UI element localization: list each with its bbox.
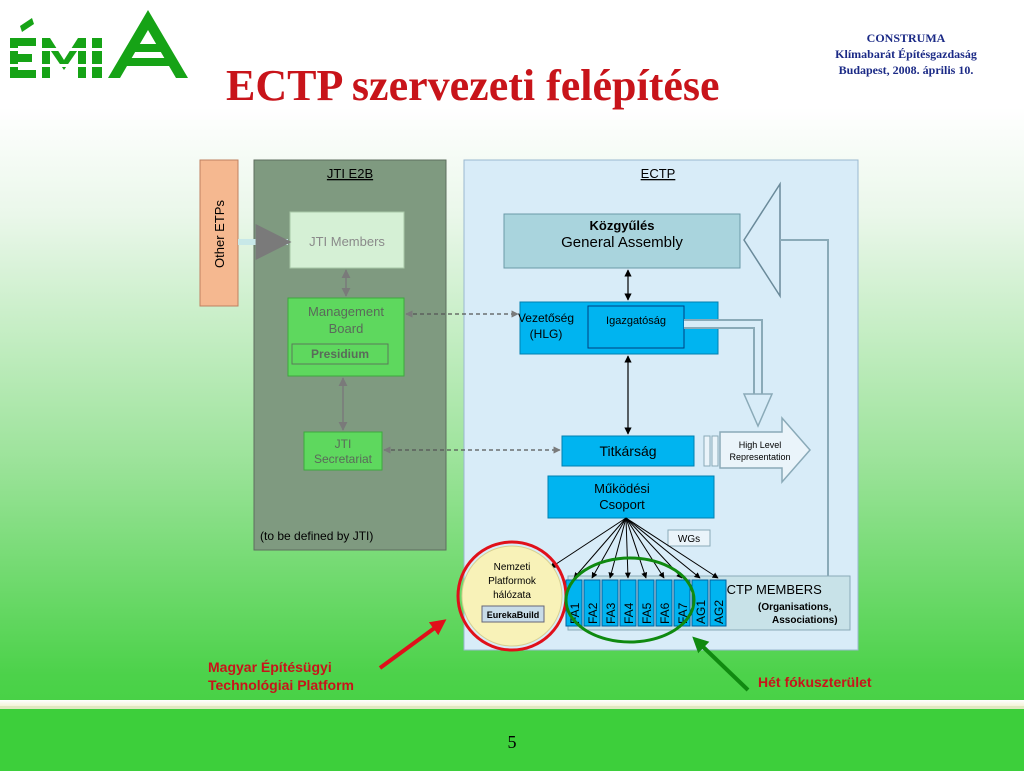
conference-name: CONSTRUMA	[866, 31, 946, 45]
mukodesi-box	[547, 475, 715, 519]
hlg-line1: Vezetőség	[518, 311, 574, 325]
wgs-box	[667, 529, 711, 547]
management-board-line1: Management	[308, 304, 384, 319]
fa-label-9: AG2	[712, 600, 726, 624]
conference-date: Budapest, 2008. április 10.	[838, 63, 974, 77]
jti-secretariat-line1: JTI	[335, 437, 352, 451]
eurekabuild-label: EurekaBuild	[487, 610, 540, 620]
fa-label-6: FA6	[658, 602, 672, 624]
fa-label-2: FA2	[586, 602, 600, 624]
jti-members-box	[289, 211, 405, 269]
page-title: ECTP szervezeti felépítése	[226, 61, 720, 110]
fa-col-5	[637, 579, 655, 627]
wgs-label: WGs	[678, 534, 700, 545]
conference-info: CONSTRUMA Klímabarát Építésgazdaság Buda…	[806, 30, 1006, 78]
nemzeti-line2: Platformok	[488, 576, 537, 587]
green-highlight-circle	[564, 556, 696, 644]
presidium-label: Presidium	[311, 347, 369, 361]
org-diagram: Other ETPs JTI E2B JTI Members Managemen…	[199, 159, 859, 652]
jti-note: (to be defined by JTI)	[260, 529, 373, 543]
assembly-hu: Közgyűlés	[589, 218, 654, 233]
mukodesi-line2: Csoport	[599, 497, 645, 512]
ectp-members-title: ECTP MEMBERS	[718, 582, 822, 597]
footer-bar	[0, 706, 1024, 771]
jti-secretariat-box	[303, 431, 383, 471]
fa-col-9	[709, 579, 727, 627]
assembly-en: General Assembly	[561, 234, 683, 251]
ectp-title: ECTP	[641, 166, 676, 181]
nemzeti-line3: hálózata	[493, 590, 531, 601]
het-fokuszterulet-label: Hét fókuszterület	[758, 674, 872, 690]
fa-col-4	[619, 579, 637, 627]
titkarsag-box	[561, 435, 695, 467]
jti-secretariat-line2: Secretariat	[314, 452, 373, 466]
management-board-line2: Board	[329, 321, 364, 336]
fa-label-7: FA7	[676, 602, 690, 624]
mukodesi-line1: Működési	[594, 481, 650, 496]
fa-col-8	[691, 579, 709, 627]
nemzeti-line1: Nemzeti	[494, 562, 531, 573]
management-board-box	[287, 297, 405, 377]
hlr-line1: High Level	[739, 440, 782, 450]
divider-line	[0, 700, 1024, 706]
conference-subtitle: Klímabarát Építésgazdaság	[835, 47, 977, 61]
red-pointer-arrow	[378, 619, 447, 670]
other-etps-label: Other ETPs	[212, 200, 227, 268]
magyar-platform-label: Magyar Építésügyi Technológiai Platform	[208, 658, 354, 694]
hlr-line2: Representation	[729, 452, 790, 462]
fa-col-2	[583, 579, 601, 627]
ectp-members-sub1: (Organisations,	[758, 602, 832, 613]
jti-members-label: JTI Members	[309, 234, 385, 249]
hlr-arrow	[719, 416, 811, 484]
emi-logo-icon	[10, 10, 188, 78]
fa-col-6	[655, 579, 673, 627]
magyar-line2: Technológiai Platform	[208, 677, 354, 693]
magyar-line1: Magyar Építésügyi	[208, 659, 332, 675]
ectp-members-sub2: Associations)	[772, 615, 838, 626]
focus-area-columns: FA1 FA2 FA3 FA4 FA5 FA6 FA7 AG1 AG2	[565, 579, 727, 627]
eurekabuild-box	[481, 605, 545, 623]
hlg-line2: (HLG)	[530, 327, 563, 341]
igazgatosag-box	[587, 305, 685, 349]
fa-col-3	[601, 579, 619, 627]
green-pointer-arrow	[692, 636, 750, 692]
general-assembly-box	[503, 213, 741, 269]
fa-label-8: AG1	[694, 600, 708, 624]
fa-label-5: FA5	[640, 602, 654, 624]
jti-title: JTI E2B	[327, 166, 373, 181]
fa-label-3: FA3	[604, 602, 618, 624]
fa-label-4: FA4	[622, 602, 636, 624]
presidium-box	[291, 343, 389, 365]
titkarsag-label: Titkárság	[599, 443, 656, 459]
page-number: 5	[507, 732, 517, 752]
igazgatosag-label: Igazgatóság	[606, 315, 666, 327]
other-etps-box	[199, 159, 239, 307]
